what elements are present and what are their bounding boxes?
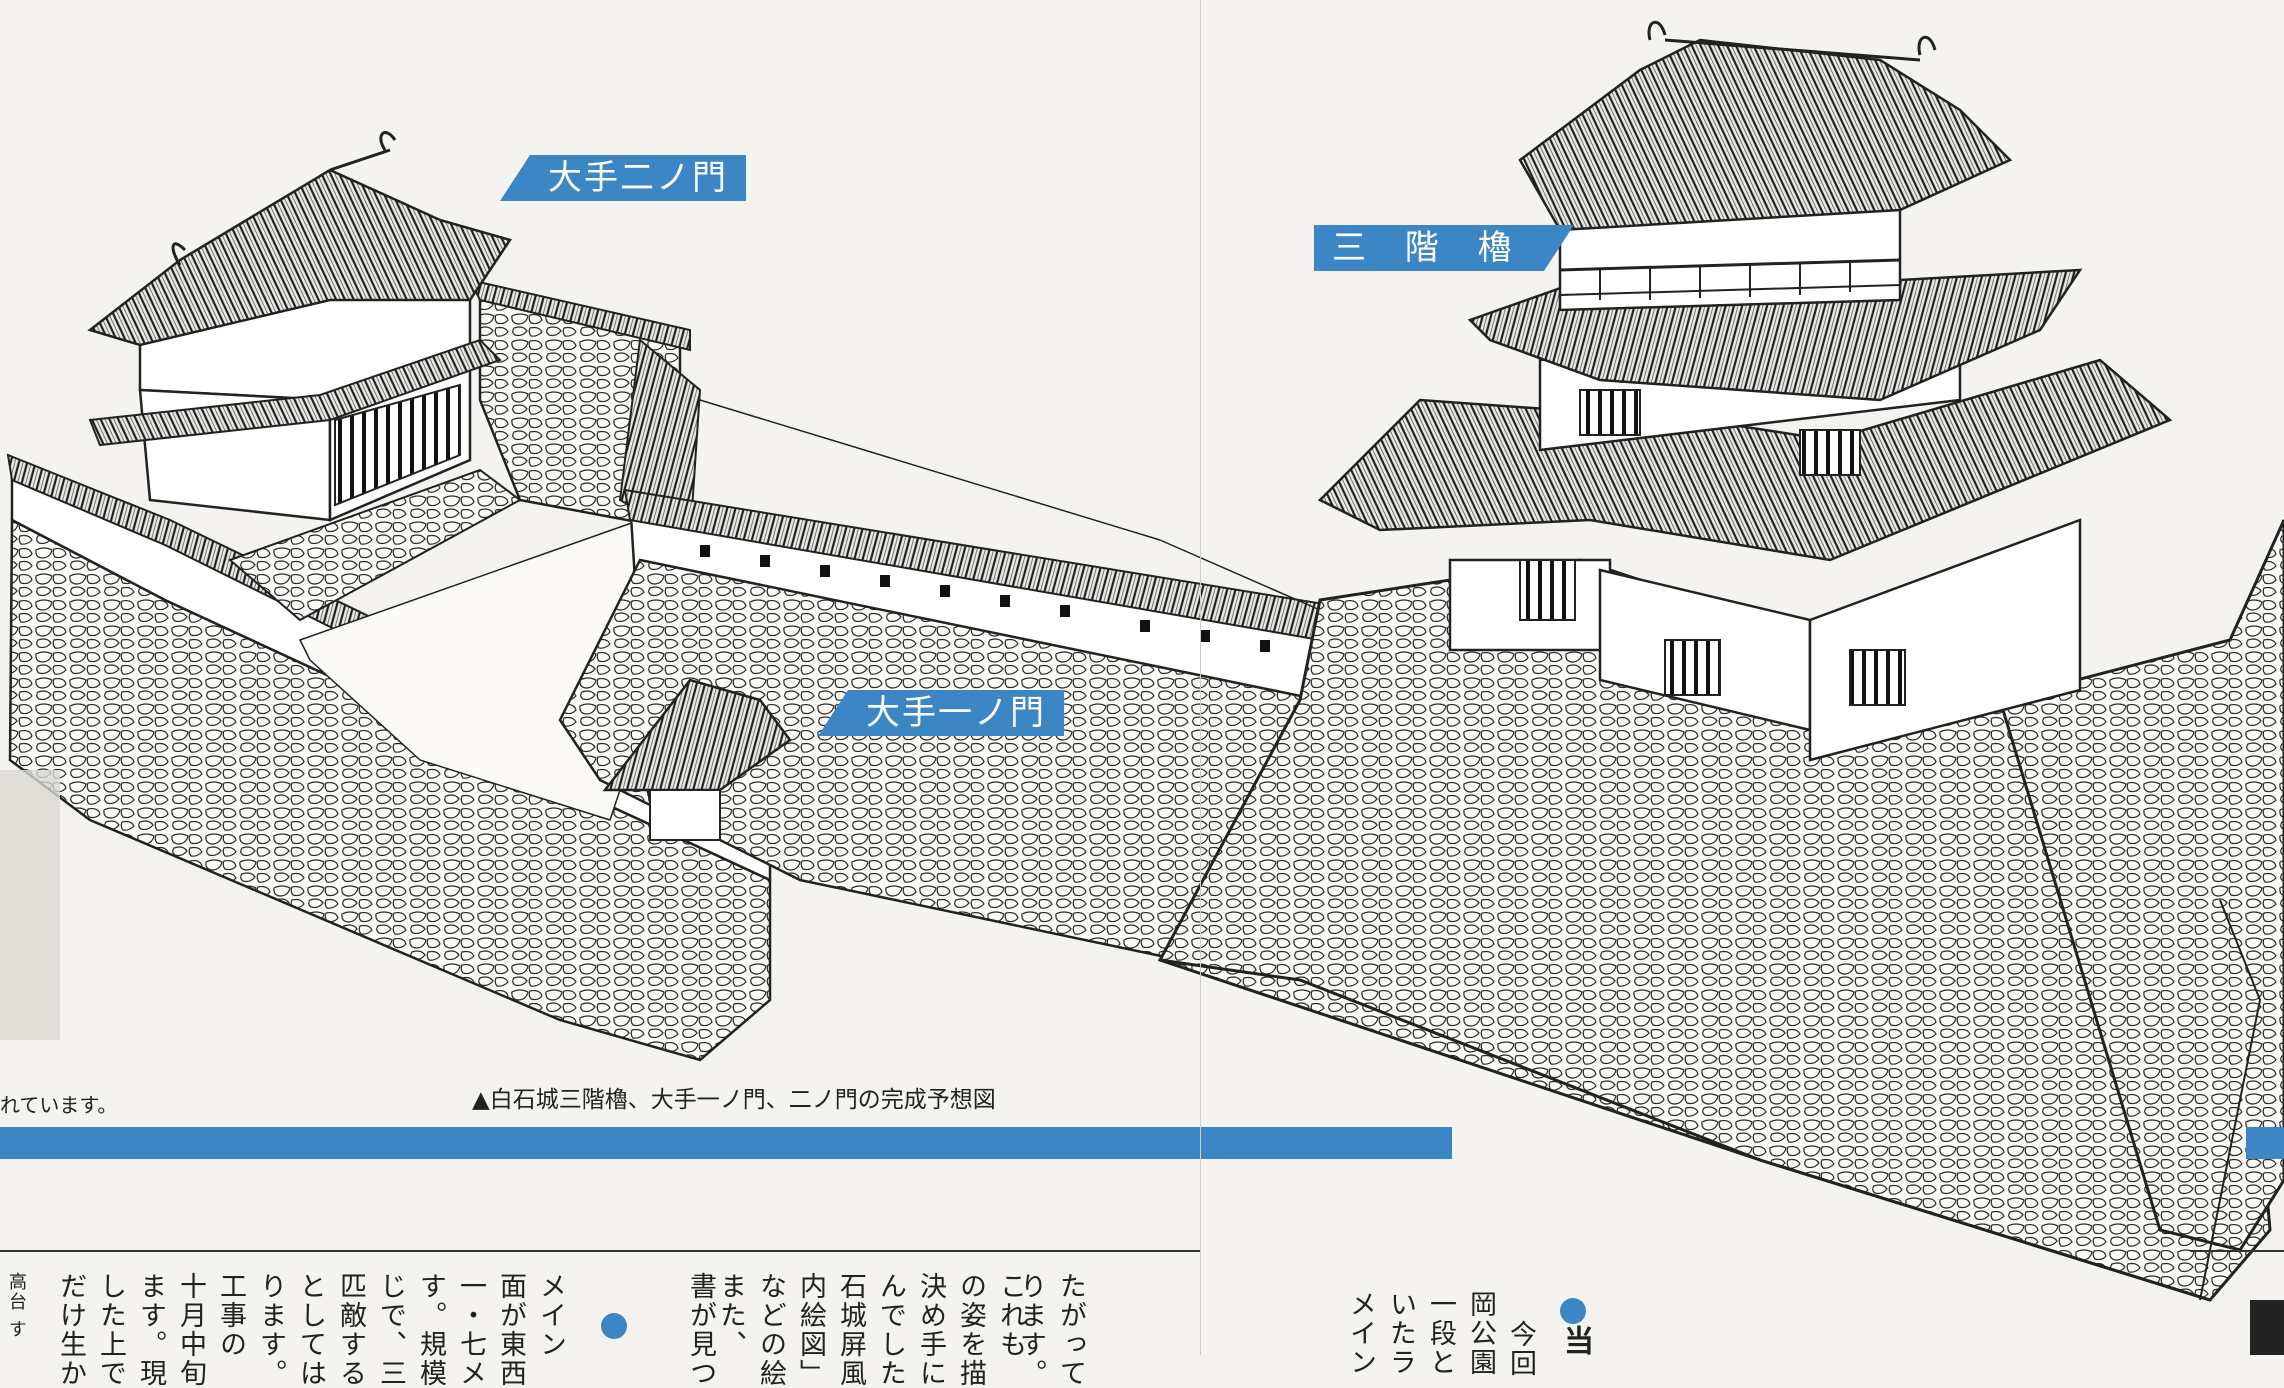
text-column: した上で	[95, 1272, 126, 1388]
text-column: 匹敵する	[335, 1272, 366, 1388]
text-column: ます。現	[135, 1272, 166, 1388]
text-column: これも	[995, 1272, 1026, 1359]
text-column: 決め手に	[915, 1272, 946, 1388]
sankai-yagura-drawing	[1317, 21, 2173, 762]
text-column: 面が東西	[495, 1272, 526, 1388]
text-column-right: 岡公園	[1465, 1290, 1496, 1377]
divider-line	[0, 1250, 1200, 1252]
nino-mon-drawing	[87, 131, 512, 522]
figure-caption: ▲白石城三階櫓、大手一ノ門、二ノ門の完成予想図	[472, 1087, 996, 1113]
text-column: んでした	[875, 1272, 906, 1388]
text-column-right: いたラ	[1385, 1290, 1416, 1377]
page-tab-marker	[2250, 1300, 2284, 1355]
text-column-right: 一段と	[1425, 1290, 1456, 1377]
ichino-mon-drawing	[602, 678, 792, 841]
text-column: 内絵図」	[795, 1272, 826, 1388]
callout-sankai-yagura: 三 階 櫓	[1314, 225, 1574, 271]
text-column: また、	[715, 1272, 746, 1359]
text-column: じで、三	[375, 1272, 406, 1388]
text-column: 工事の	[215, 1272, 246, 1359]
text-column: 書が見つ	[685, 1272, 716, 1388]
callout-nino-mon: 大手二ノ門	[500, 155, 746, 201]
castle-illustration	[0, 21, 2284, 1302]
text-column: す。規模	[415, 1272, 446, 1388]
text-column: ります。	[255, 1272, 286, 1388]
text-column: たがって	[1055, 1272, 1086, 1388]
side-fragment: 高台 す	[6, 1272, 27, 1340]
callout-ichino-mon: 大手一ノ門	[818, 690, 1064, 736]
section-band-right	[2246, 1127, 2284, 1159]
text-column: だけ生か	[55, 1272, 86, 1388]
text-column-right: メイン	[1345, 1290, 1376, 1377]
text-column: 十月中旬	[175, 1272, 206, 1388]
bullet-dot-right	[1560, 1298, 1586, 1324]
article-heading-fragment: 当	[1558, 1325, 1593, 1357]
bullet-dot	[601, 1313, 627, 1339]
divider-line-right	[2190, 1250, 2284, 1252]
text-column: 石城屏風	[835, 1272, 866, 1388]
section-band	[0, 1127, 1452, 1159]
text-column-right: 今回	[1505, 1320, 1536, 1378]
text-column: メイン	[535, 1272, 566, 1359]
text-column: などの絵	[755, 1272, 786, 1388]
text-column: としては	[295, 1272, 326, 1388]
caption-left-fragment: れています。	[0, 1093, 118, 1117]
page-gutter	[1200, 0, 1201, 1355]
text-column: の姿を描	[955, 1272, 986, 1388]
text-column: 一・七メ	[455, 1272, 486, 1388]
